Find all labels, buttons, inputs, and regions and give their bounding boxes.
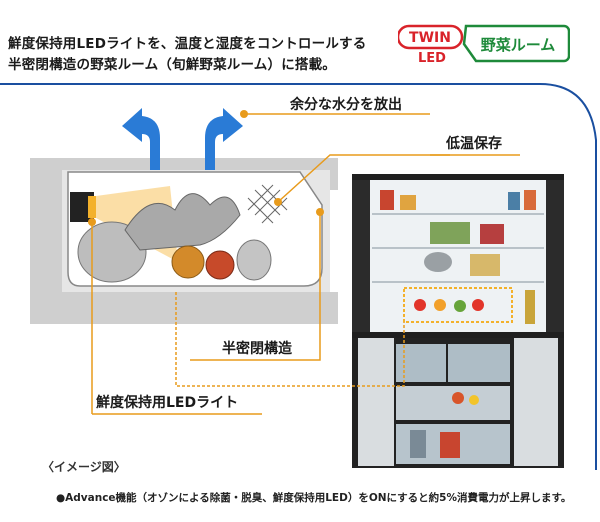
headline: 鮮度保持用LEDライトを、温度と湿度をコントロールする 半密閉構造の野菜ルーム（… [8, 34, 388, 76]
refrigerator-illustration [352, 174, 564, 468]
moisture-arrow-right-icon [205, 108, 243, 170]
cabbage-icon [77, 221, 147, 283]
footnote: ●Advance機能（オゾンによる除菌・脱臭、鮮度保持用LED）をONにすると約… [56, 492, 572, 504]
dot-lowtemp [274, 198, 282, 206]
callout-semi-sealed: 半密閉構造 [222, 341, 292, 357]
callout-lowtemp: 低温保存 [446, 136, 502, 152]
fridge-food-items [380, 190, 536, 324]
fridge-right-door [546, 180, 564, 332]
fridge-body-section [30, 158, 338, 324]
badge-room-text: 野菜ルーム [481, 36, 556, 54]
callout-led-light: 鮮度保持用LEDライト [96, 395, 239, 411]
dot-semi-sealed [316, 208, 324, 216]
badge-twin-pill [398, 24, 464, 50]
drawer-2 [448, 344, 510, 382]
leader-semi-sealed [294, 212, 321, 361]
image-caption: 〈イメージ図〉 [42, 460, 126, 474]
orange-icon [171, 245, 205, 279]
led-light-icon [88, 196, 96, 218]
leader-lowtemp [277, 154, 450, 203]
callout-moisture: 余分な水分を放出 [290, 97, 402, 113]
dot-moisture [240, 110, 248, 118]
drawer-3 [396, 386, 510, 420]
dot-led [88, 218, 96, 226]
leader-lines [91, 113, 450, 414]
headline-line-2: 半密閉構造の野菜ルーム（旬鮮野菜ルーム）に搭載。 [8, 57, 336, 73]
twin-led-badge: TWIN LED 野菜ルーム [398, 24, 570, 66]
vegetable-room-diagram [30, 108, 338, 324]
fridge-left-door [352, 180, 370, 332]
tomato-icon [205, 250, 235, 280]
badge-led-text: LED [418, 51, 446, 66]
fridge-lower-right-door [514, 338, 558, 466]
leafy-greens-icon [124, 193, 241, 251]
headline-line-1: 鮮度保持用LEDライトを、温度と湿度をコントロールする [8, 36, 367, 52]
badge-twin-text: TWIN [409, 30, 451, 46]
leader-dotted-link [175, 292, 405, 387]
onion-icon [236, 239, 272, 281]
vegetable-room-highlight [403, 287, 513, 323]
badge-room-box [462, 24, 570, 63]
moisture-arrow-left-icon [122, 108, 160, 170]
cold-grid-icon [247, 184, 288, 224]
frame-line [0, 83, 597, 470]
fridge-lower-left-door [358, 338, 394, 466]
